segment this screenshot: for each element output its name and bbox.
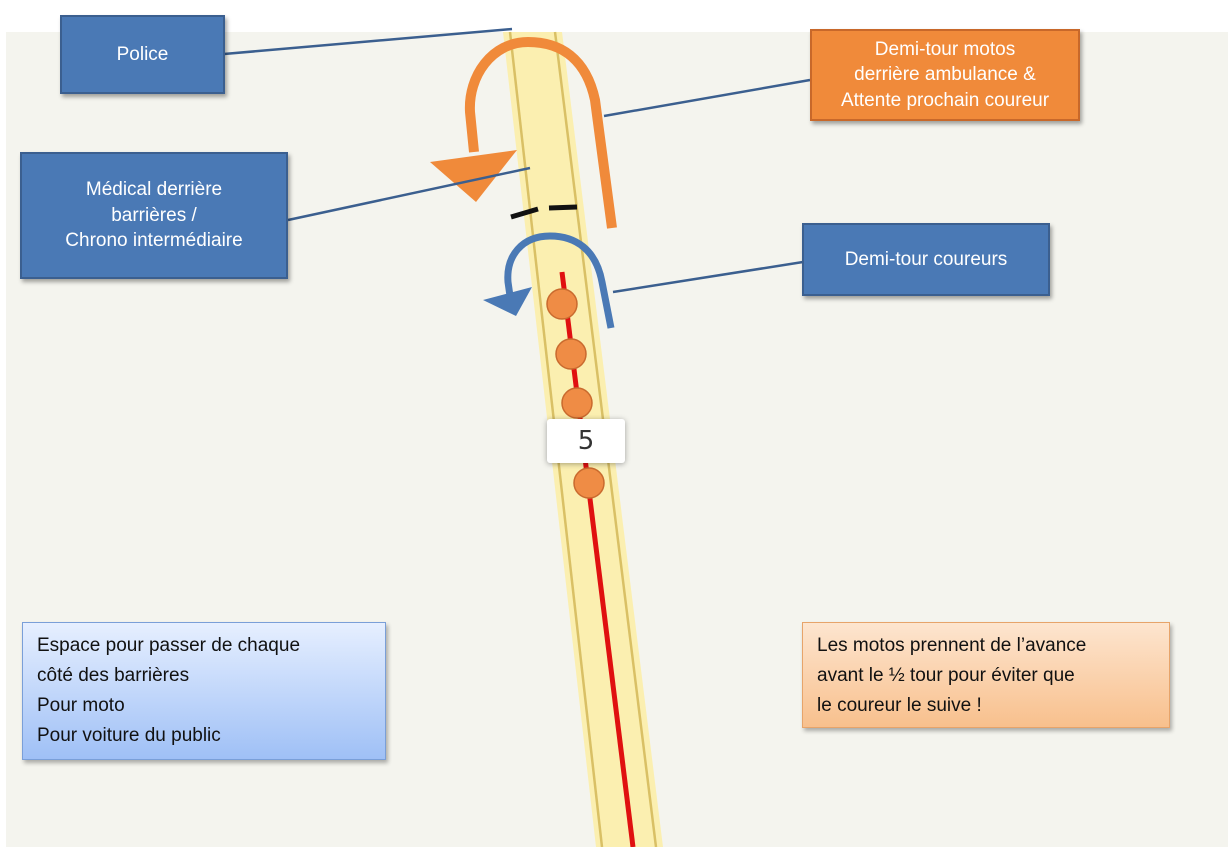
police-label: Police <box>60 15 225 94</box>
moto-uturn-arrowhead <box>430 150 517 202</box>
callout-motos <box>603 78 811 118</box>
medical-label: Médical derrière barrières / Chrono inte… <box>20 152 288 279</box>
moto-uturn-label: Demi-tour motos derrière ambulance & Att… <box>810 29 1080 121</box>
runner-uturn-arrow <box>504 232 615 329</box>
runner-uturn-label: Demi-tour coureurs <box>802 223 1050 296</box>
passing-space-note: Espace pour passer de chaque côté des ba… <box>22 622 386 760</box>
runner-dot <box>555 338 587 370</box>
callout-runners <box>612 260 804 294</box>
callout-medical <box>287 166 531 222</box>
runner-uturn-arrowhead <box>483 287 532 316</box>
callout-police <box>223 27 513 56</box>
motos-ahead-note: Les motos prennent de l’avance avant le … <box>802 622 1170 728</box>
barrier-left <box>510 206 539 220</box>
km-marker: 5 <box>547 419 625 463</box>
barrier-right <box>548 204 578 211</box>
runner-dot <box>561 387 593 419</box>
runner-dot <box>573 467 605 499</box>
runner-dot <box>546 288 578 320</box>
moto-uturn-arrow <box>464 36 617 229</box>
